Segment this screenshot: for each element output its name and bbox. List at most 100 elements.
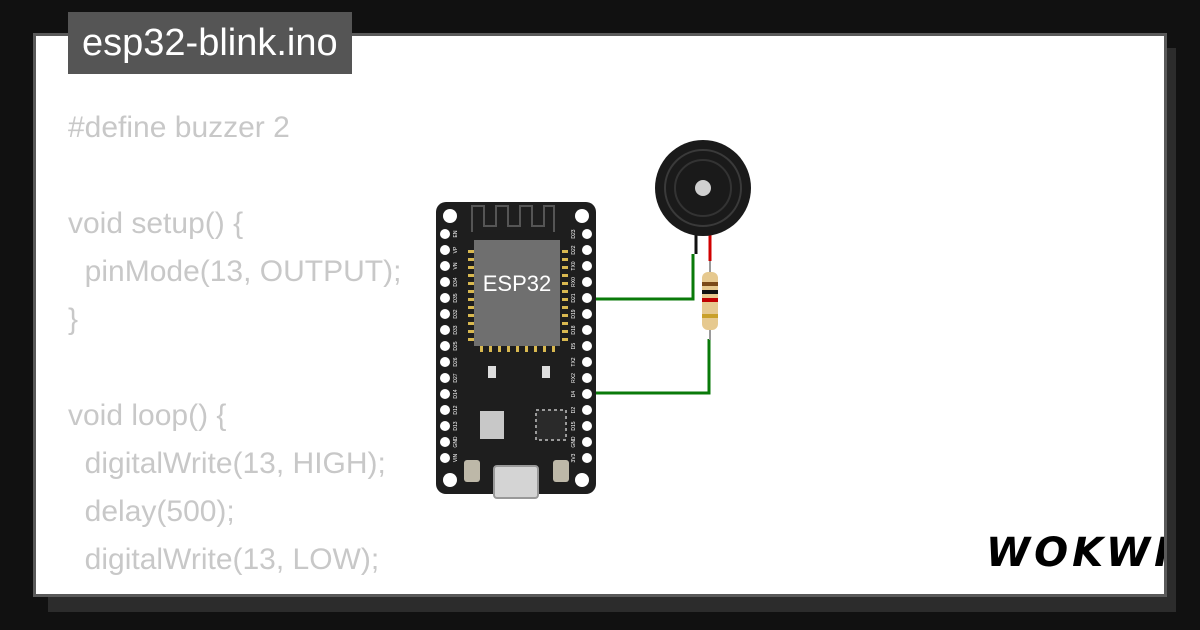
mount-hole [443,209,457,223]
usb-port [493,465,539,499]
pin-d25[interactable] [440,341,450,351]
smd-led [542,366,550,378]
mount-hole [575,473,589,487]
module-pad [562,290,568,293]
module-pad [468,306,474,309]
pin-label: D27 [453,373,459,382]
module-pad [562,322,568,325]
pin-d34[interactable] [440,277,450,287]
pin-vp[interactable] [440,245,450,255]
pin-label: D35 [453,293,459,302]
module-pad [562,282,568,285]
module-pad [468,298,474,301]
code-line: void loop() { [68,399,227,432]
pin-label: VN [453,262,459,269]
module-pad [468,274,474,277]
pin-tx0[interactable] [582,261,592,271]
pin-d15[interactable] [582,421,592,431]
pin-gnd[interactable] [440,437,450,447]
code-line: pinMode(13, OUTPUT); [68,255,402,288]
module-pad [480,346,483,352]
module-pad [507,346,510,352]
pin-d14[interactable] [440,389,450,399]
pin-tx2[interactable] [582,357,592,367]
pin-label: D21 [571,293,577,302]
module-pad [468,250,474,253]
pin-label: D2 [571,407,577,414]
code-line: delay(500); [68,584,401,594]
pin-label: D15 [571,421,577,430]
pin-d23[interactable] [582,229,592,239]
pin-d5[interactable] [582,341,592,351]
esp32-board[interactable]: ESP32 ENVPVND34D35D32D33D25D26D27D14D12D… [436,202,596,499]
resistor-band-1 [702,282,718,286]
code-line: } [68,303,79,336]
resistor[interactable] [702,261,718,340]
resistor-band-4 [702,314,718,318]
pin-gnd[interactable] [582,437,592,447]
code-line: digitalWrite(13, LOW); [68,543,380,576]
pin-label: D32 [453,309,459,318]
module-pad [468,282,474,285]
pin-label: VIN [453,453,459,462]
pin-vin[interactable] [440,453,450,463]
pin-header-right[interactable]: D23D22TX0RX0D21D19D18D5TX2RX2D4D2D15GND3… [571,229,592,463]
pin-d13[interactable] [440,421,450,431]
pin-rx0[interactable] [582,277,592,287]
module-pad [562,266,568,269]
module-pad [468,290,474,293]
pin-label: D18 [571,325,577,334]
pin-d26[interactable] [440,357,450,367]
pin-label: D19 [571,309,577,318]
reset-button[interactable] [553,460,569,482]
buzzer[interactable] [655,140,751,261]
logo-text: WOKWI [986,530,1167,576]
pin-en[interactable] [440,229,450,239]
module-pad [498,346,501,352]
module-pad [562,274,568,277]
pin-label: D14 [453,389,459,398]
boot-button[interactable] [464,460,480,482]
pin-header-left[interactable]: ENVPVND34D35D32D33D25D26D27D14D12D13GNDV… [440,229,459,463]
pin-d2[interactable] [582,405,592,415]
wire-d18-buzzer[interactable] [587,254,695,301]
pin-label: TX0 [571,261,577,270]
pin-label: D12 [453,405,459,414]
pin-label: D5 [571,343,577,350]
pin-d35[interactable] [440,293,450,303]
pin-label: GND [571,436,577,448]
pin-label: RX0 [571,277,577,287]
pin-rx2[interactable] [582,373,592,383]
resistor-band-3 [702,298,718,302]
pin-label: EN [453,230,459,237]
pin-label: D22 [571,245,577,254]
pin-d4[interactable] [582,389,592,399]
module-pad [516,346,519,352]
pin-d19[interactable] [582,309,592,319]
pin-label: D13 [453,421,459,430]
pin-d33[interactable] [440,325,450,335]
pin-d22[interactable] [582,245,592,255]
pin-label: D25 [453,341,459,350]
pin-3v3[interactable] [582,453,592,463]
pin-d12[interactable] [440,405,450,415]
pin-d32[interactable] [440,309,450,319]
pin-d18[interactable] [582,325,592,335]
module-pad [543,346,546,352]
pin-vn[interactable] [440,261,450,271]
pin-d21[interactable] [582,293,592,303]
wire-d2-resistor[interactable] [587,339,711,395]
module-pad [534,346,537,352]
pin-label: GND [453,436,459,448]
pin-label: RX2 [571,373,577,383]
module-pad [525,346,528,352]
pin-label: D23 [571,229,577,238]
module-pad [468,322,474,325]
circuit-diagram: ESP32 ENVPVND34D35D32D33D25D26D27D14D12D… [436,140,751,499]
module-pad [552,346,555,352]
pin-d27[interactable] [440,373,450,383]
module-pad [562,306,568,309]
module-pad [489,346,492,352]
